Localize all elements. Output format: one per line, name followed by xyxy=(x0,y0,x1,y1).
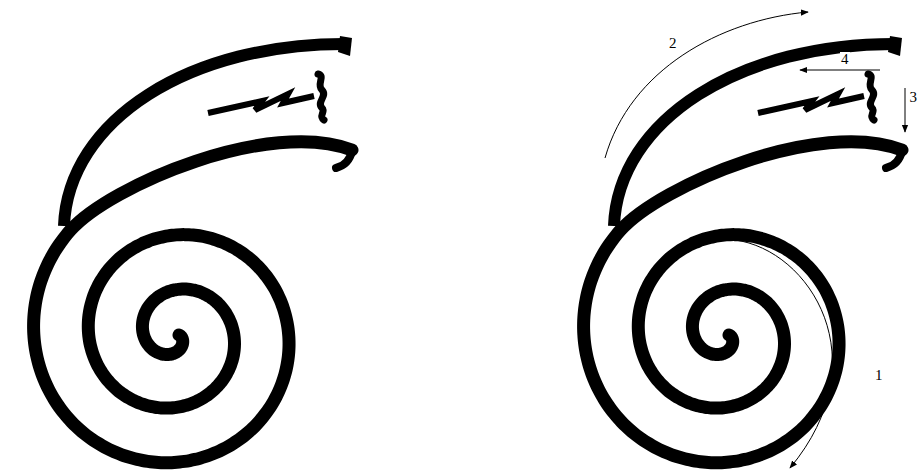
callout-number: 2 xyxy=(668,36,678,51)
left-figure xyxy=(34,36,352,463)
motion-arrow xyxy=(605,12,808,158)
callout-number: 3 xyxy=(909,90,919,105)
callout-number: 1 xyxy=(874,368,884,383)
motion-arrow xyxy=(905,88,906,132)
motion-arrow xyxy=(735,240,832,468)
motion-arrow xyxy=(800,70,880,71)
callout-number: 4 xyxy=(840,52,850,67)
right-figure xyxy=(584,36,902,463)
